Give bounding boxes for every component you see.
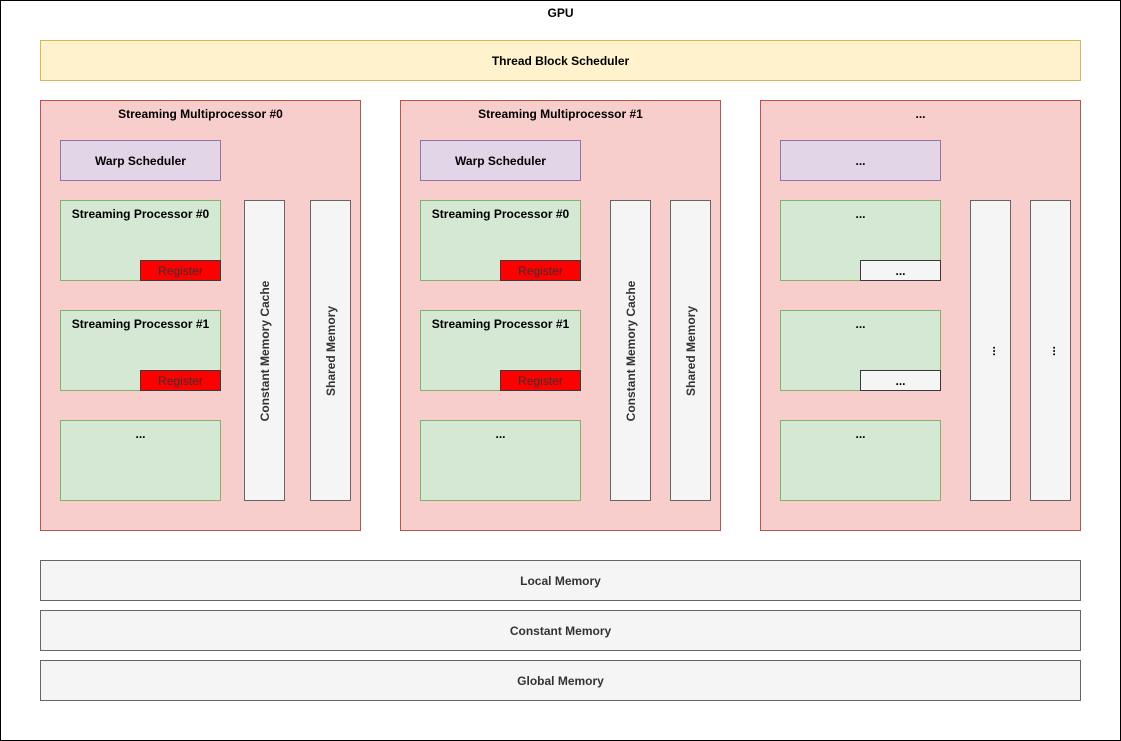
register: ... — [860, 260, 941, 281]
sm-title: Streaming Multiprocessor #0 — [118, 107, 283, 121]
constant-memory-cache: ... — [970, 200, 1011, 501]
sp-title: Streaming Processor #1 — [71, 317, 210, 331]
streaming-processor-more: ... — [420, 420, 581, 501]
streaming-processor-0: Streaming Processor #0 Register — [60, 200, 221, 281]
shared-memory: Shared Memory — [670, 200, 711, 501]
gpu-title: GPU — [547, 6, 574, 20]
sp-title: ... — [855, 207, 866, 221]
streaming-processor-0: Streaming Processor #0 Register — [420, 200, 581, 281]
streaming-processor-more: ... — [780, 420, 941, 501]
constant-memory-cache-label: Constant Memory Cache — [623, 280, 638, 421]
streaming-processor-more: ... — [60, 420, 221, 501]
local-memory-label: Local Memory — [520, 573, 601, 588]
shared-memory-label: Shared Memory — [683, 305, 698, 396]
streaming-processor-0: ... ... — [780, 200, 941, 281]
sp-title: ... — [855, 427, 866, 441]
sp-title: Streaming Processor #0 — [431, 207, 570, 221]
sm-title: Streaming Multiprocessor #1 — [478, 107, 643, 121]
register: Register — [500, 260, 581, 281]
shared-memory: Shared Memory — [310, 200, 351, 501]
sp-title: ... — [855, 317, 866, 331]
constant-memory-cache: Constant Memory Cache — [610, 200, 651, 501]
shared-memory-label: Shared Memory — [323, 305, 338, 396]
sp-title: ... — [135, 427, 146, 441]
sp-title: ... — [495, 427, 506, 441]
sm-title: ... — [915, 107, 926, 121]
shared-memory: ... — [1030, 200, 1071, 501]
streaming-processor-1: Streaming Processor #1 Register — [420, 310, 581, 391]
register: Register — [140, 260, 221, 281]
thread-block-scheduler-label: Thread Block Scheduler — [491, 53, 630, 68]
streaming-processor-1: Streaming Processor #1 Register — [60, 310, 221, 391]
warp-scheduler-label: Warp Scheduler — [455, 153, 546, 168]
local-memory: Local Memory — [40, 560, 1081, 601]
register: ... — [860, 370, 941, 391]
register: Register — [140, 370, 221, 391]
constant-memory-cache-label: ... — [983, 345, 998, 356]
register: Register — [500, 370, 581, 391]
warp-scheduler-label: Warp Scheduler — [95, 153, 186, 168]
constant-memory-cache-label: Constant Memory Cache — [257, 280, 272, 421]
constant-memory-label: Constant Memory — [509, 623, 612, 638]
sp-title: Streaming Processor #0 — [71, 207, 210, 221]
warp-scheduler: Warp Scheduler — [420, 140, 581, 181]
shared-memory-label: ... — [1043, 345, 1058, 356]
streaming-processor-1: ... ... — [780, 310, 941, 391]
sp-title: Streaming Processor #1 — [431, 317, 570, 331]
warp-scheduler: ... — [780, 140, 941, 181]
warp-scheduler-label: ... — [855, 153, 866, 168]
warp-scheduler: Warp Scheduler — [60, 140, 221, 181]
thread-block-scheduler: Thread Block Scheduler — [40, 40, 1081, 81]
global-memory: Global Memory — [40, 660, 1081, 701]
global-memory-label: Global Memory — [517, 673, 604, 688]
constant-memory-cache: Constant Memory Cache — [244, 200, 285, 501]
constant-memory: Constant Memory — [40, 610, 1081, 651]
